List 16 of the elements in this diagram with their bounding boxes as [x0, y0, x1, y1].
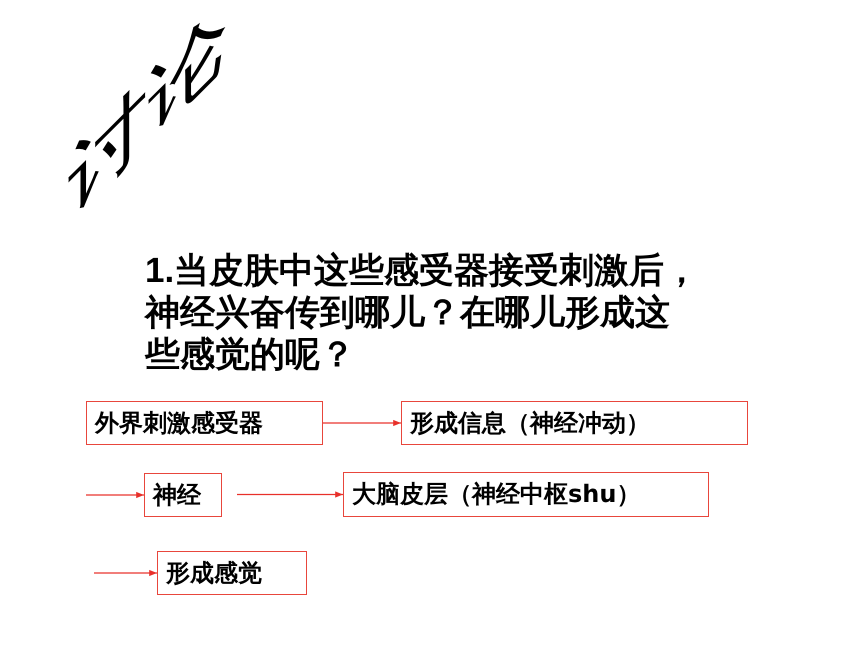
arrow: [86, 492, 144, 498]
process-box: [157, 551, 307, 595]
box-label: 神经: [153, 481, 201, 509]
arrow: [237, 491, 343, 498]
box-label: 大脑皮层（神经中枢shu）: [352, 480, 640, 508]
process-box: [86, 401, 323, 445]
arrow: [323, 420, 401, 426]
process-box: [144, 473, 222, 517]
box-label: 外界刺激感受器: [95, 409, 263, 437]
box-label: 形成感觉: [166, 559, 262, 587]
title: 讨论: [68, 0, 228, 230]
arrow: [94, 570, 157, 576]
box-label: 形成信息（神经冲动）: [410, 409, 650, 437]
question-text: 1.当皮肤中这些感受器接受刺激后，神经兴奋传到哪儿？在哪儿形成这些感觉的呢？: [145, 250, 700, 376]
process-box: [343, 472, 709, 517]
process-box: [401, 401, 748, 445]
